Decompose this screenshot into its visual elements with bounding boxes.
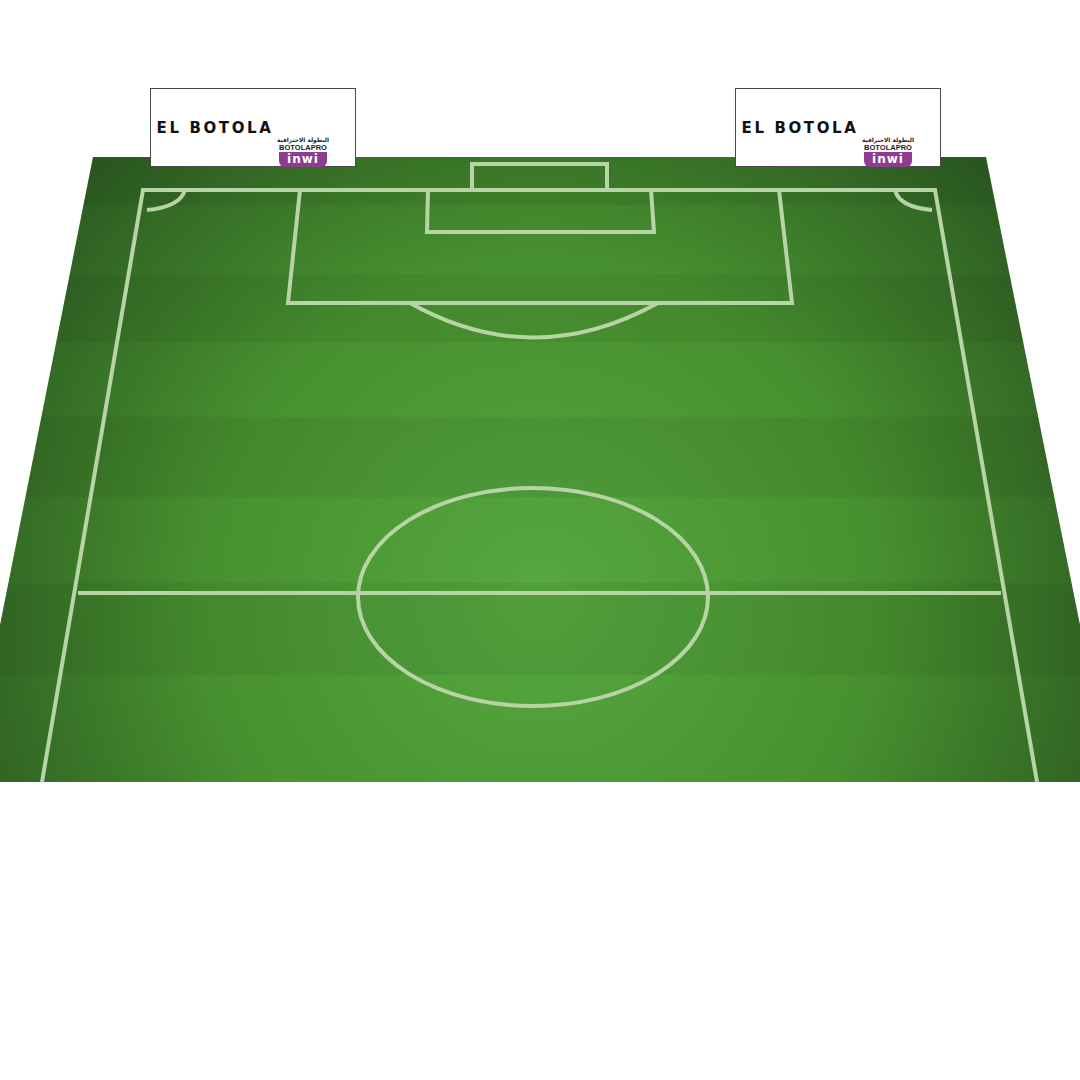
logo-sponsor: inwi [864,152,912,167]
sign-board: EL BOTOLAالبطولة الاحترافيةBOTOLAPROinwi [735,88,941,167]
board-title: EL BOTOLA [740,119,860,137]
grass [0,157,1080,782]
logo-arabic: البطولة الاحترافية [862,136,914,144]
logo-sponsor: inwi [279,152,327,167]
logo-arabic: البطولة الاحترافية [277,136,329,144]
logo-wordmark: BOTOLAPRO [862,144,914,152]
logo-wordmark: BOTOLAPRO [277,144,329,152]
grass-stripes [0,157,1080,675]
board-title: EL BOTOLA [155,119,275,137]
sign-board: EL BOTOLAالبطولة الاحترافيةBOTOLAPROinwi [150,88,356,167]
pitch-lines [42,164,1037,782]
